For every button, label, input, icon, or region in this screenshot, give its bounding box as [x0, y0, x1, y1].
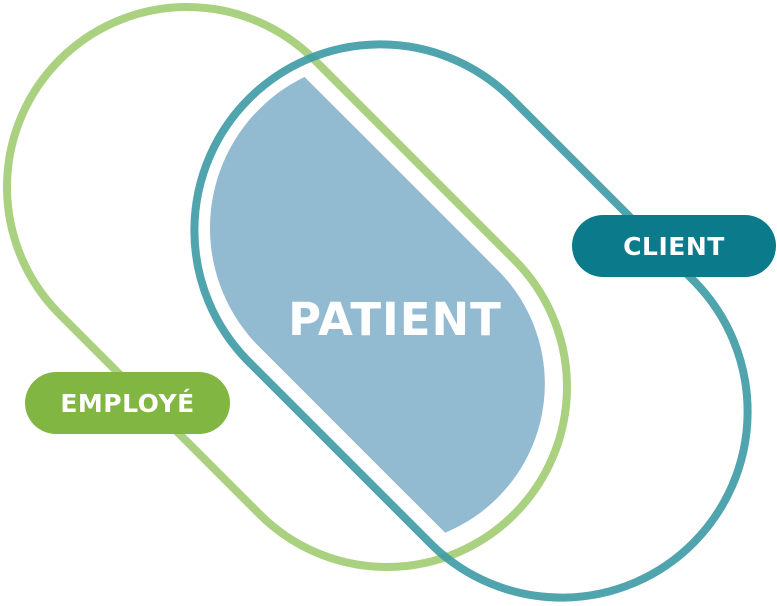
employe-badge: EMPLOYÉ	[25, 372, 230, 434]
patient-intersection-shape	[209, 59, 545, 545]
client-badge: CLIENT	[572, 215, 776, 277]
patient-label: PATIENT	[288, 293, 502, 346]
client-stadium	[190, 40, 752, 602]
employe-stadium	[2, 2, 572, 572]
